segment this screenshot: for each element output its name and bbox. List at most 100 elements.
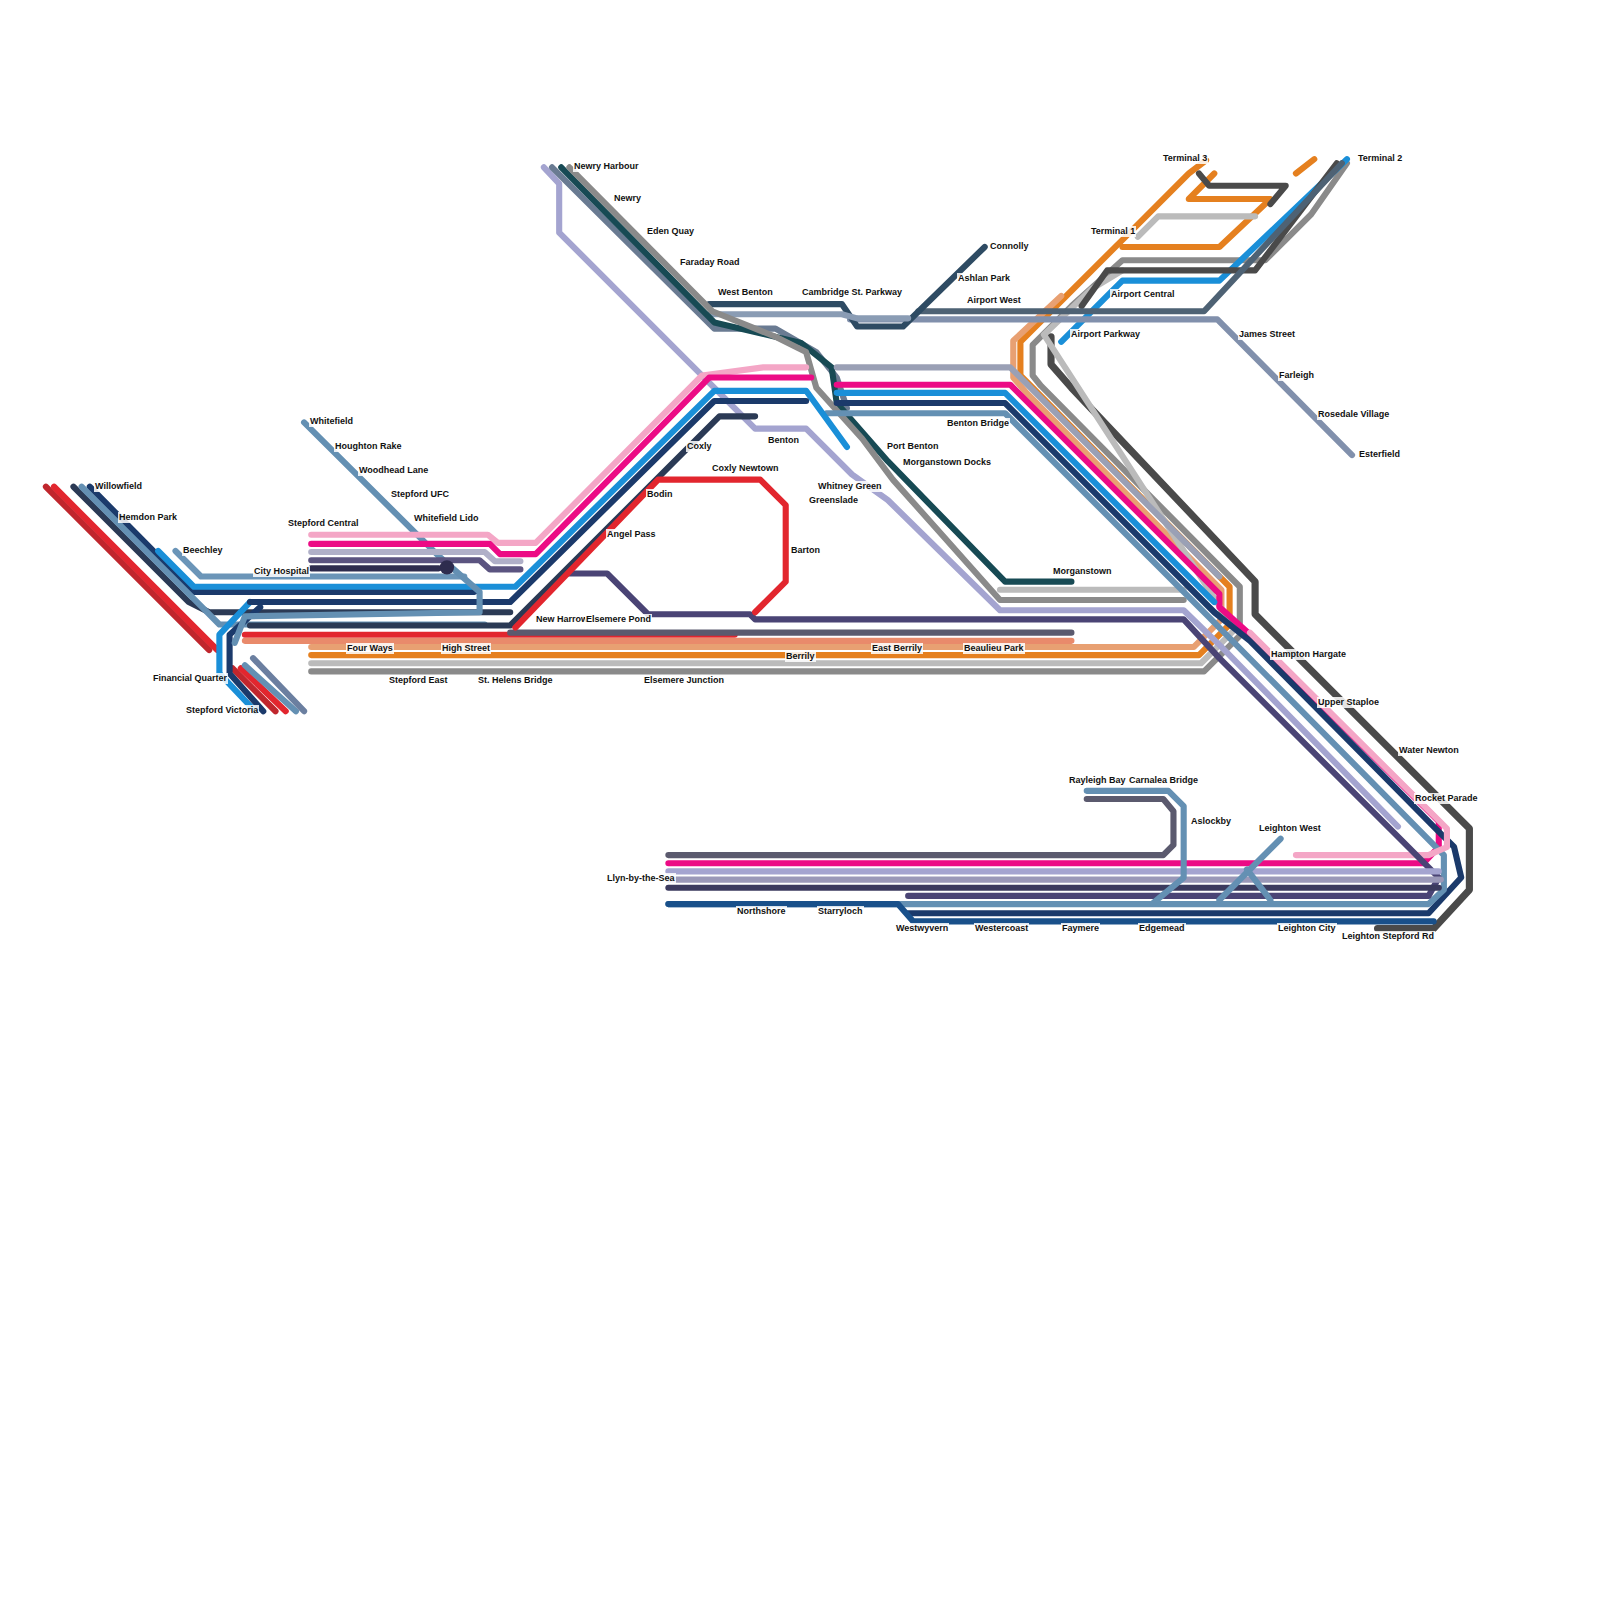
station-label: Stepford East — [388, 675, 449, 686]
route-line — [1051, 337, 1469, 929]
station-label: Airport Central — [1110, 289, 1176, 300]
route-line — [668, 885, 1438, 891]
route-line — [1250, 633, 1447, 855]
route-line — [311, 378, 811, 555]
station-label: Stepford Central — [287, 518, 360, 529]
station-label: Elsemere Pond — [585, 614, 652, 625]
route-line — [311, 560, 520, 569]
route-line — [250, 401, 806, 602]
station-label: Stepford UFC — [390, 489, 450, 500]
route-line — [544, 167, 1398, 826]
station-label: Cambridge St. Parkway — [801, 287, 903, 298]
station-label: Esterfield — [1358, 449, 1401, 460]
route-line — [668, 799, 1173, 855]
station-label: Bodin — [646, 489, 674, 500]
station-label: Terminal 3 — [1162, 153, 1208, 164]
station-label: Connolly — [989, 241, 1030, 252]
station-label: Leighton West — [1258, 823, 1322, 834]
station-label: Terminal 2 — [1357, 153, 1403, 164]
route-line — [1061, 159, 1347, 342]
route-line — [515, 480, 785, 628]
station-label: Whitney Green — [817, 481, 883, 492]
route-line — [1000, 587, 1184, 593]
route-line — [510, 630, 1071, 636]
station-label: Stepford Victoria — [185, 705, 259, 716]
route-line — [253, 658, 304, 711]
station-label: Aslockby — [1190, 816, 1232, 827]
route-line — [1082, 163, 1337, 306]
route-line — [1138, 216, 1255, 236]
station-label: High Street — [441, 643, 491, 654]
station-label: West Benton — [717, 287, 774, 298]
station-label: Angel Pass — [606, 529, 657, 540]
station-label: James Street — [1238, 329, 1296, 340]
station-label: Rayleigh Bay — [1068, 775, 1127, 786]
station-label: Financial Quarter — [152, 673, 228, 684]
station-label: Westercoast — [974, 923, 1029, 934]
station-label: Rosedale Village — [1317, 409, 1390, 420]
station-label: Eden Quay — [646, 226, 695, 237]
station-label: City Hospital — [253, 566, 310, 577]
route-line — [668, 904, 1433, 921]
station-label: Water Newton — [1398, 745, 1460, 756]
station-label: New Harrow — [535, 614, 589, 625]
station-label: St. Helens Bridge — [477, 675, 554, 686]
station-label: Houghton Rake — [334, 441, 403, 452]
route-line — [90, 487, 475, 592]
station-label: Benton — [767, 435, 800, 446]
station-label: Barton — [790, 545, 821, 556]
station-label: Westwyvern — [895, 923, 949, 934]
station-label: Leighton City — [1277, 923, 1337, 934]
station-label: Newry Harbour — [573, 161, 640, 172]
station-label: Rocket Parade — [1414, 793, 1479, 804]
route-line — [918, 163, 1341, 311]
route-line — [561, 167, 1071, 581]
station-label: Coxly — [686, 441, 713, 452]
route-line — [668, 413, 1444, 904]
station-label: Elsemere Junction — [643, 675, 725, 686]
station-label: Hampton Hargate — [1270, 649, 1347, 660]
route-line — [1219, 839, 1280, 900]
station-label: Coxly Newtown — [711, 463, 780, 474]
station-label: Ashlan Park — [957, 273, 1011, 284]
station-label: Faraday Road — [679, 257, 741, 268]
station-label: Airport Parkway — [1070, 329, 1141, 340]
route-line — [837, 403, 1461, 913]
station-label: Willowfield — [94, 481, 143, 492]
station-label: Benton Bridge — [946, 418, 1010, 429]
station-label: Airport West — [966, 295, 1022, 306]
interchange-dot — [440, 560, 454, 574]
station-label: East Berrily — [871, 643, 923, 654]
station-label: Carnalea Bridge — [1128, 775, 1199, 786]
route-line — [709, 247, 985, 327]
station-label: Starryloch — [817, 906, 864, 917]
station-label: Four Ways — [346, 643, 394, 654]
route-line — [1087, 791, 1184, 903]
station-label: Edgemead — [1138, 923, 1186, 934]
route-line — [566, 573, 1438, 895]
station-label: Woodhead Lane — [358, 465, 429, 476]
station-label: Beaulieu Park — [963, 643, 1025, 654]
station-label: Upper Staploe — [1317, 697, 1380, 708]
station-label: Leighton Stepford Rd — [1341, 931, 1435, 942]
station-label: Morganstown — [1052, 566, 1113, 577]
station-label: Whitefield Lido — [413, 513, 480, 524]
route-line — [1247, 869, 1270, 900]
route-line — [311, 367, 806, 543]
route-line — [46, 487, 209, 650]
station-label: Northshore — [736, 906, 787, 917]
station-label: Hemdon Park — [118, 512, 178, 523]
station-label: Farleigh — [1278, 370, 1315, 381]
route-line — [668, 385, 1438, 864]
station-label: Berrily — [785, 651, 816, 662]
station-label: Beechley — [182, 545, 224, 556]
station-label: Port Benton — [886, 441, 940, 452]
station-label: Greenslade — [808, 495, 859, 506]
route-line — [709, 314, 908, 318]
route-line — [668, 868, 1438, 874]
route-line — [1296, 159, 1314, 173]
station-label: Faymere — [1061, 923, 1100, 934]
route-line — [311, 565, 439, 571]
